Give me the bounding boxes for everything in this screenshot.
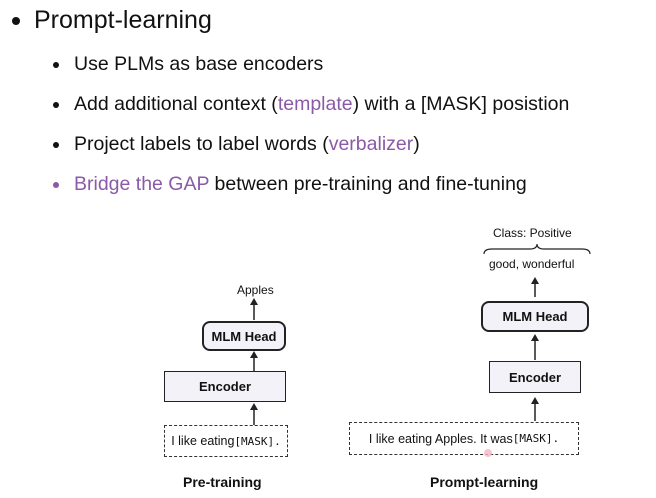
- bullet-verbalizer: Project labels to label words (verbalize…: [74, 133, 420, 155]
- pretraining-encoder: Encoder: [164, 371, 286, 402]
- bullet-bridge-gap: Bridge the GAP between pre-training and …: [74, 173, 527, 195]
- arrow-up-icon: [531, 277, 539, 297]
- slide-title: Prompt-learning: [34, 6, 212, 34]
- class-label: Class: Positive: [493, 226, 572, 240]
- template-term: template: [277, 93, 353, 115]
- prompt-encoder: Encoder: [489, 361, 581, 393]
- bullet-plms: Use PLMs as base encoders: [74, 53, 324, 75]
- bullet-dot: [53, 142, 59, 148]
- prompt-input: I like eating Apples. It was [MASK].: [349, 422, 579, 455]
- cursor-highlight: [484, 449, 492, 457]
- prompt-caption: Prompt-learning: [430, 474, 539, 490]
- prompt-mlm-head: MLM Head: [481, 301, 589, 332]
- bullet-dot: [53, 182, 59, 188]
- pretraining-mlm-head: MLM Head: [202, 321, 286, 351]
- arrow-up-icon: [250, 403, 258, 425]
- arrow-up-icon: [531, 334, 539, 360]
- arrow-up-icon: [531, 397, 539, 421]
- bullet-dot: [53, 102, 59, 108]
- pretraining-caption: Pre-training: [183, 474, 262, 490]
- verbalizer-term: verbalizer: [328, 133, 414, 155]
- brace-icon: [483, 243, 591, 255]
- bullet-dot: [53, 62, 59, 68]
- pretraining-input: I like eating [MASK].: [164, 425, 288, 457]
- label-words: good, wonderful: [489, 257, 575, 271]
- heading-bullet: [12, 17, 20, 25]
- bullet-template: Add additional context (template) with a…: [74, 93, 570, 115]
- arrow-up-icon: [250, 351, 258, 371]
- arrow-up-icon: [250, 298, 258, 320]
- pretraining-output-label: Apples: [237, 283, 274, 297]
